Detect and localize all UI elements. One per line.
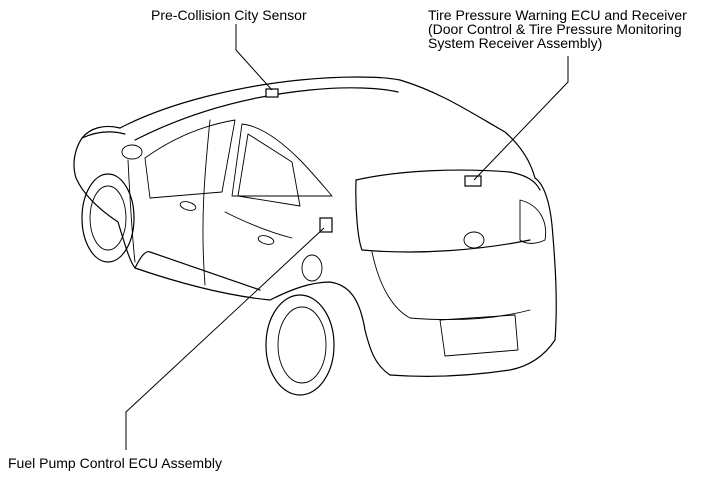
side-windows: [144, 119, 333, 207]
pre-collision-sensor-label: Pre-Collision City Sensor: [151, 7, 307, 23]
fuel-door: [301, 254, 323, 282]
fuel-pump-leader-line: [125, 227, 325, 450]
tire-pressure-ecu-label: Tire Pressure Warning ECU and Receiver (…: [428, 8, 687, 50]
rear-hatch: [355, 169, 547, 357]
tire-pressure-label-line-1: Tire Pressure Warning ECU and Receiver: [428, 7, 687, 23]
tire-pressure-leader-line: [473, 56, 569, 181]
fuel-pump-ecu-label: Fuel Pump Control ECU Assembly: [8, 455, 222, 471]
front-wheel: [81, 173, 135, 263]
tire-pressure-label-line-2: (Door Control & Tire Pressure Monitoring: [428, 21, 682, 37]
side-mirror: [121, 144, 143, 160]
tire-pressure-ecu-component: [464, 175, 482, 187]
pre-collision-sensor-component: [265, 88, 279, 98]
pre-collision-leader-line: [235, 24, 273, 91]
doors: [127, 119, 293, 286]
tire-pressure-label-line-3: System Receiver Assembly): [428, 35, 603, 51]
car-body-outline: [73, 76, 557, 377]
rear-wheel: [265, 294, 335, 396]
